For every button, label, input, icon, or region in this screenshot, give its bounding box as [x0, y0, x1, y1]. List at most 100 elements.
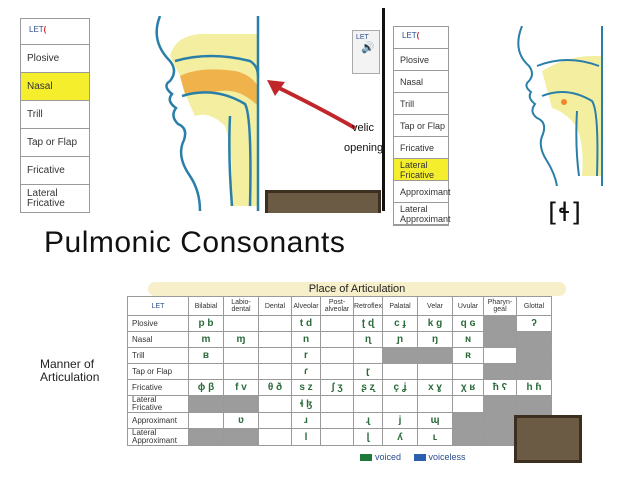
- ipa-cell[interactable]: m: [188, 331, 224, 348]
- ipa-cell[interactable]: t d: [291, 315, 321, 332]
- menu-item-plosive[interactable]: Plosive: [21, 45, 89, 73]
- menu-item-lateral-approximant[interactable]: Lateral Approximant: [394, 203, 451, 225]
- ipa-cell[interactable]: ɹ: [291, 412, 321, 429]
- ipa-cell[interactable]: ɸ β: [188, 379, 224, 396]
- ipa-cell[interactable]: [258, 347, 292, 364]
- menu-item-trill[interactable]: Trill: [21, 101, 89, 129]
- ipa-cell[interactable]: ʀ: [452, 347, 485, 364]
- ipa-cell[interactable]: χ ʁ: [452, 379, 485, 396]
- ipa-cell[interactable]: [320, 395, 354, 413]
- ipa-cell[interactable]: ʂ ʐ: [352, 379, 384, 396]
- ipa-cell[interactable]: [382, 363, 419, 380]
- ipa-cell[interactable]: f v: [223, 379, 259, 396]
- ipa-cell[interactable]: ʟ: [417, 428, 454, 446]
- ipa-cell[interactable]: [483, 428, 518, 446]
- ipa-cell[interactable]: ɰ: [417, 412, 454, 429]
- ipa-cell[interactable]: ɴ: [452, 331, 485, 348]
- ipa-cell[interactable]: ɳ: [352, 331, 384, 348]
- ipa-cell[interactable]: [258, 315, 292, 332]
- ipa-cell[interactable]: [382, 347, 419, 364]
- ipa-cell[interactable]: ʙ: [188, 347, 224, 364]
- ipa-cell[interactable]: [223, 363, 259, 380]
- ipa-cell[interactable]: [516, 347, 553, 364]
- ipa-cell[interactable]: [223, 315, 259, 332]
- ipa-cell[interactable]: x ɣ: [417, 379, 454, 396]
- ipa-cell[interactable]: [483, 412, 518, 429]
- ipa-cell[interactable]: ʔ: [516, 315, 553, 332]
- ipa-cell[interactable]: [417, 395, 454, 413]
- menu-item-lateral-fricative[interactable]: Lateral Fricative: [394, 159, 448, 181]
- menu-item-trill[interactable]: Trill: [394, 93, 448, 115]
- menu-item-fricative[interactable]: Fricative: [394, 137, 448, 159]
- ipa-cell[interactable]: l: [291, 428, 321, 446]
- ipa-cell[interactable]: [320, 331, 354, 348]
- ipa-cell[interactable]: ç ʝ: [382, 379, 419, 396]
- ipa-cell[interactable]: [223, 347, 259, 364]
- ipa-cell[interactable]: [188, 428, 224, 446]
- ipa-cell[interactable]: [417, 363, 454, 380]
- ipa-cell[interactable]: [452, 395, 485, 413]
- ipa-cell[interactable]: [382, 395, 419, 413]
- menu-item-plosive[interactable]: Plosive: [394, 49, 448, 71]
- menu-item-fricative[interactable]: Fricative: [21, 157, 89, 185]
- ipa-cell[interactable]: [516, 395, 553, 413]
- ipa-cell[interactable]: ʎ: [382, 428, 419, 446]
- ipa-cell[interactable]: [188, 363, 224, 380]
- ipa-cell[interactable]: ɾ: [291, 363, 321, 380]
- ipa-cell[interactable]: ɭ: [352, 428, 384, 446]
- ipa-cell[interactable]: ŋ: [417, 331, 454, 348]
- ipa-cell[interactable]: [258, 412, 292, 429]
- ipa-cell[interactable]: ħ ʕ: [483, 379, 518, 396]
- ipa-cell[interactable]: r: [291, 347, 321, 364]
- ipa-cell[interactable]: [258, 331, 292, 348]
- ipa-cell[interactable]: ɻ: [352, 412, 384, 429]
- ipa-cell[interactable]: [352, 347, 384, 364]
- ipa-cell[interactable]: j: [382, 412, 419, 429]
- ipa-cell[interactable]: [516, 363, 553, 380]
- ipa-cell[interactable]: θ ð: [258, 379, 292, 396]
- ipa-cell[interactable]: [483, 395, 518, 413]
- ipa-cell[interactable]: ɱ: [223, 331, 259, 348]
- menu-item-tap-or-flap[interactable]: Tap or Flap: [394, 115, 448, 137]
- ipa-cell[interactable]: ʃ ʒ: [320, 379, 354, 396]
- ipa-cell[interactable]: [483, 347, 518, 364]
- ipa-cell[interactable]: [417, 347, 454, 364]
- ipa-cell[interactable]: [188, 412, 224, 429]
- ipa-cell[interactable]: ɽ: [352, 363, 384, 380]
- ipa-cell[interactable]: p b: [188, 315, 224, 332]
- ipa-cell[interactable]: h ɦ: [516, 379, 553, 396]
- ipa-cell[interactable]: [188, 395, 224, 413]
- ipa-cell[interactable]: [483, 315, 518, 332]
- ipa-cell[interactable]: [352, 395, 384, 413]
- ipa-cell[interactable]: [320, 363, 354, 380]
- ipa-cell[interactable]: [516, 331, 553, 348]
- ipa-cell[interactable]: q ɢ: [452, 315, 485, 332]
- ipa-cell[interactable]: [452, 428, 485, 446]
- ipa-cell[interactable]: s z: [291, 379, 321, 396]
- ipa-cell[interactable]: [223, 395, 259, 413]
- ipa-cell[interactable]: [223, 428, 259, 446]
- menu-item-lateral-fricative[interactable]: Lateral Fricative: [21, 185, 89, 213]
- menu-item-nasal[interactable]: Nasal: [21, 73, 89, 101]
- ipa-cell[interactable]: [258, 395, 292, 413]
- ipa-cell[interactable]: [320, 428, 354, 446]
- ipa-cell[interactable]: [320, 315, 354, 332]
- ipa-cell[interactable]: [483, 363, 518, 380]
- ipa-cell[interactable]: [258, 428, 292, 446]
- ipa-cell[interactable]: c ɟ: [382, 315, 419, 332]
- ipa-cell[interactable]: [320, 347, 354, 364]
- ipa-cell[interactable]: n: [291, 331, 321, 348]
- menu-item-nasal[interactable]: Nasal: [394, 71, 448, 93]
- ipa-cell[interactable]: [452, 412, 485, 429]
- ipa-cell[interactable]: ʈ ɖ: [352, 315, 384, 332]
- ipa-cell[interactable]: [320, 412, 354, 429]
- menu-item-approximant[interactable]: Approximant: [394, 181, 451, 203]
- ipa-cell[interactable]: ʋ: [223, 412, 259, 429]
- menu-item-tap-or-flap[interactable]: Tap or Flap: [21, 129, 89, 157]
- speaker-button[interactable]: LET 🔊: [352, 30, 380, 74]
- ipa-cell[interactable]: ɬ ɮ: [291, 395, 321, 413]
- ipa-cell[interactable]: [258, 363, 292, 380]
- ipa-cell[interactable]: [452, 363, 485, 380]
- ipa-cell[interactable]: k g: [417, 315, 454, 332]
- ipa-cell[interactable]: ɲ: [382, 331, 419, 348]
